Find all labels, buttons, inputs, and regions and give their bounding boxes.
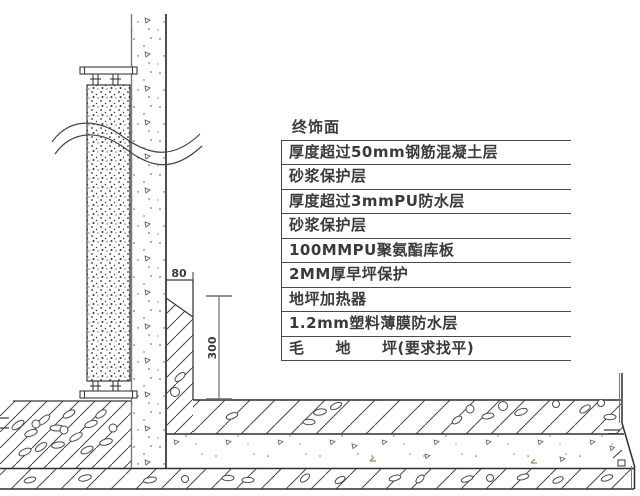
cove-curb <box>165 272 194 434</box>
left-break-ticks <box>0 417 9 429</box>
layer-label: 厚度超过3mmPU防水层 <box>282 190 571 215</box>
layer-label-finish: 终饰面 <box>292 118 341 136</box>
left-floor-slab <box>0 400 131 468</box>
dimension-300-value: 300 <box>206 336 219 359</box>
layer-label: 100MMPU聚氨酯库板 <box>282 239 571 264</box>
dimension-80-value: 80 <box>171 267 187 280</box>
break-line <box>51 122 203 166</box>
layer-label: 1.2mm塑料薄膜防水层 <box>282 312 571 337</box>
layer-label: 2MM厚早坪保护 <box>282 263 571 288</box>
right-break-edge <box>604 373 636 489</box>
floor-layer-top <box>193 399 625 434</box>
dimension-80: 80 <box>171 267 187 280</box>
insulation-panel <box>86 84 131 382</box>
layer-label: 砂浆保护层 <box>282 214 571 239</box>
bottom-fixing-plate <box>79 381 138 399</box>
floor-layer-concrete <box>166 435 633 467</box>
layer-label: 砂浆保护层 <box>282 165 571 190</box>
concrete-wall <box>130 14 167 468</box>
layer-legend: 厚度超过50mm钢筋混凝土层 砂浆保护层 厚度超过3mmPU防水层 砂浆保护层 … <box>281 140 571 361</box>
dimension-300: 300 <box>206 295 232 400</box>
layer-label: 毛 地 坪(要求找平) <box>282 337 571 361</box>
top-fixing-plate <box>79 66 138 85</box>
layer-label: 厚度超过50mm钢筋混凝土层 <box>282 141 571 166</box>
layer-label: 地坪加热器 <box>282 288 571 313</box>
floor-base-layer <box>0 469 634 490</box>
